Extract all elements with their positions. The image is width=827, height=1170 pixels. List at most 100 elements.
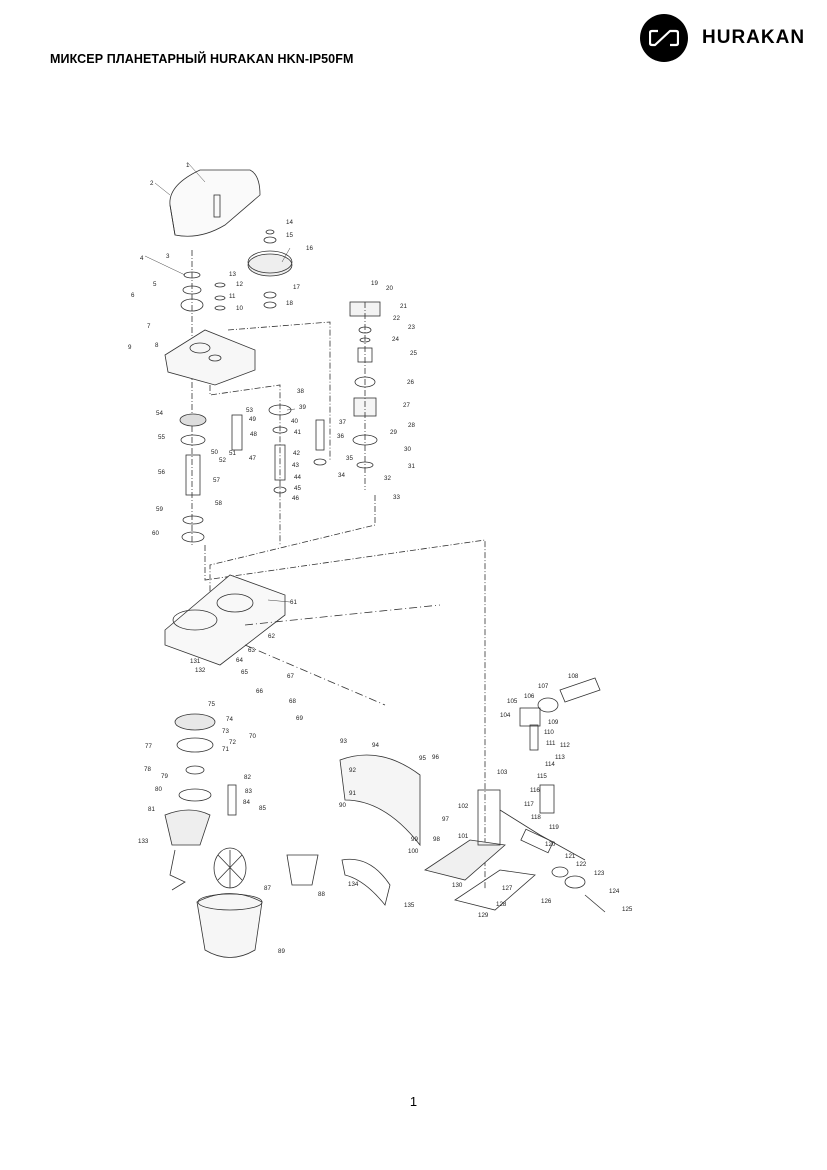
part-label: 133 — [138, 838, 149, 845]
part-label: 79 — [161, 773, 168, 780]
page-number: 1 — [409, 1094, 418, 1109]
part-label: 48 — [250, 431, 257, 438]
part-label: 128 — [496, 901, 507, 908]
part-label: 130 — [452, 882, 463, 889]
part-label: 58 — [215, 500, 222, 507]
part-label: 37 — [339, 419, 346, 426]
part-label: 54 — [156, 410, 163, 417]
part-label: 49 — [249, 416, 256, 423]
part-label: 82 — [244, 774, 251, 781]
part-label: 134 — [348, 881, 359, 888]
part-label: 1 — [186, 162, 190, 169]
part-label: 34 — [338, 472, 345, 479]
part-label: 116 — [530, 787, 540, 794]
part-label: 35 — [346, 455, 353, 462]
part-label: 83 — [245, 788, 252, 795]
part-label: 120 — [545, 841, 556, 848]
part-label: 4 — [140, 255, 144, 262]
part-label: 80 — [155, 786, 162, 793]
part-label: 53 — [246, 407, 253, 414]
part-label: 23 — [408, 324, 415, 331]
part-label: 31 — [408, 463, 415, 470]
part-label: 38 — [297, 388, 304, 395]
part-label: 97 — [442, 816, 449, 823]
hurakan-logo-icon — [640, 14, 688, 62]
part-label: 40 — [291, 418, 298, 425]
part-label: 69 — [296, 715, 303, 722]
part-label: 2 — [150, 180, 154, 187]
part-label: 60 — [152, 530, 159, 537]
part-label: 124 — [609, 888, 620, 895]
part-label: 111 — [546, 740, 556, 747]
part-label: 96 — [432, 754, 439, 761]
part-label: 59 — [156, 506, 163, 513]
part-label: 51 — [229, 450, 236, 457]
part-label: 117 — [524, 801, 534, 808]
part-label: 22 — [393, 315, 400, 322]
part-label: 39 — [299, 404, 306, 411]
part-label: 105 — [507, 698, 518, 705]
part-label: 46 — [292, 495, 299, 502]
part-label: 106 — [524, 693, 535, 700]
part-label: 126 — [541, 898, 552, 905]
part-label: 101 — [458, 833, 469, 840]
part-label: 87 — [264, 885, 271, 892]
part-label: 26 — [407, 379, 414, 386]
part-label: 29 — [390, 429, 397, 436]
part-label: 57 — [213, 477, 220, 484]
part-label: 30 — [404, 446, 411, 453]
part-label: 45 — [294, 485, 301, 492]
part-label: 47 — [249, 455, 256, 462]
part-label: 132 — [195, 667, 206, 674]
part-label: 73 — [222, 728, 229, 735]
part-label: 103 — [497, 769, 508, 776]
part-label: 94 — [372, 742, 379, 749]
part-label: 8 — [155, 342, 159, 349]
part-label: 24 — [392, 336, 399, 343]
part-label: 114 — [545, 761, 555, 768]
part-label: 9 — [128, 344, 132, 351]
part-label: 10 — [236, 305, 243, 312]
part-label: 52 — [219, 457, 226, 464]
document-title: МИКСЕР ПЛАНЕТАРНЫЙ HURAKAN HKN-IP50FM — [50, 52, 354, 66]
part-label: 100 — [408, 848, 419, 855]
part-label: 5 — [153, 281, 157, 288]
part-label: 72 — [229, 739, 236, 746]
brand-logo: HURAKAN — [640, 14, 805, 62]
part-label: 33 — [393, 494, 400, 501]
part-label: 71 — [222, 746, 229, 753]
part-label: 107 — [538, 683, 549, 690]
part-label: 19 — [371, 280, 378, 287]
part-label: 16 — [306, 245, 313, 252]
part-label: 75 — [208, 701, 215, 708]
part-label: 122 — [576, 861, 587, 868]
part-label: 85 — [259, 805, 266, 812]
part-label: 110 — [544, 729, 554, 736]
part-label: 89 — [278, 948, 285, 955]
part-label: 115 — [537, 773, 547, 780]
part-label: 3 — [166, 253, 170, 260]
part-label: 95 — [419, 755, 426, 762]
part-label: 67 — [287, 673, 294, 680]
part-label: 129 — [478, 912, 489, 919]
part-label: 98 — [433, 836, 440, 843]
part-label: 17 — [293, 284, 300, 291]
part-label: 27 — [403, 402, 410, 409]
part-label: 78 — [144, 766, 151, 773]
part-label: 61 — [290, 599, 297, 606]
part-label: 13 — [229, 271, 236, 278]
part-label: 93 — [340, 738, 347, 745]
part-label: 121 — [565, 853, 576, 860]
part-label: 127 — [502, 885, 513, 892]
part-label: 91 — [349, 790, 356, 797]
part-label: 70 — [249, 733, 256, 740]
part-label: 88 — [318, 891, 325, 898]
part-label: 99 — [411, 836, 418, 843]
part-label: 42 — [293, 450, 300, 457]
part-label: 109 — [548, 719, 559, 726]
part-label: 56 — [158, 469, 165, 476]
part-label: 84 — [243, 799, 250, 806]
part-label: 11 — [229, 293, 236, 300]
logo-text: HURAKAN — [702, 27, 806, 48]
part-label: 68 — [289, 698, 296, 705]
